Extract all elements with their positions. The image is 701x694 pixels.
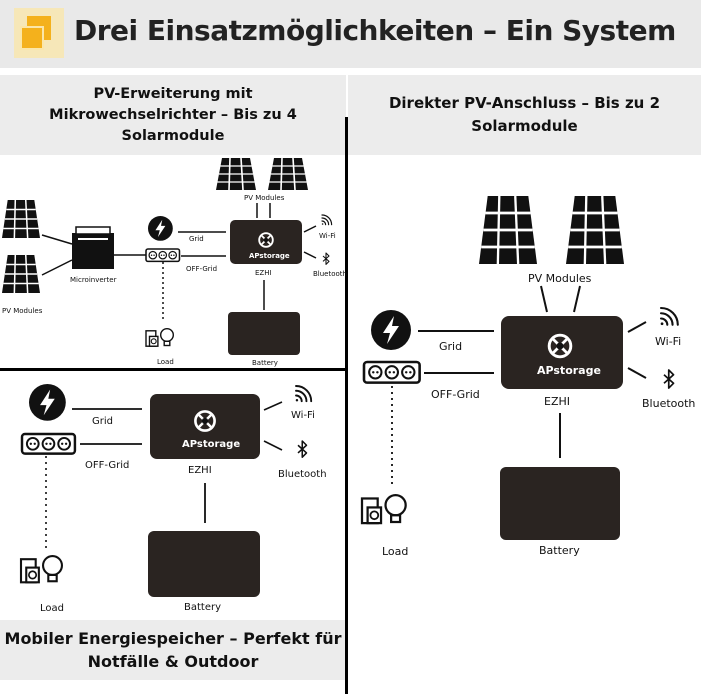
ezhi-label: EZHI [188,465,212,476]
panel-mobile-storage: Grid OFF-Grid Load APstorage EZHI Wi-Fi … [19,384,327,614]
caption-pv-extension: PV-Erweiterung mit Mikrowechselrichter –… [0,75,346,155]
battery-label: Battery [539,544,580,557]
wifi-label: Wi-Fi [319,232,336,240]
horizontal-divider [0,368,346,371]
wifi-icon [659,306,679,327]
off-grid-label: OFF-Grid [186,265,217,273]
battery-unit [228,312,300,355]
battery-label: Battery [252,359,278,367]
ezhi-unit: APstorage [150,394,260,459]
header-bar: Drei Einsatzmöglichkeiten – Ein System [0,0,701,68]
wifi-label: Wi-Fi [291,410,315,421]
grid-bolt-icon [148,216,173,241]
logo-icon [14,8,64,58]
bluetooth-icon [663,369,675,389]
page-title: Drei Einsatzmöglichkeiten – Ein System [74,14,676,47]
power-strip-icon [145,248,181,263]
caption-mobile-storage: Mobiler Energiespeicher – Perfekt für No… [0,620,346,680]
brand-label: APstorage [537,364,601,377]
bluetooth-icon [297,440,308,458]
pv-modules-label: PV Modules [528,272,592,285]
brand-label: APstorage [249,252,290,260]
ezhi-unit: APstorage [230,220,302,264]
pv-modules-label: PV Modules [244,194,285,202]
bluetooth-label: Bluetooth [278,469,327,480]
power-strip-icon [362,360,421,384]
wifi-label: Wi-Fi [655,335,681,348]
wifi-icon [294,385,313,403]
solar-panel-icon [477,194,626,266]
battery-unit [500,467,620,540]
grid-bolt-icon [29,384,66,421]
panel-pv-extension: PV Modules Microinverter Grid OFF-Grid L… [1,157,347,367]
pv-modules-label: PV Modules [2,307,43,315]
ezhi-label: EZHI [255,269,272,277]
solar-panel-icon [1,199,41,294]
wifi-icon [321,214,333,226]
microinverter-icon [72,226,114,269]
ezhi-unit: APstorage [501,316,623,389]
load-label: Load [382,545,408,558]
bluetooth-icon [322,252,330,265]
off-grid-label: OFF-Grid [85,460,129,471]
grid-bolt-icon [371,310,411,350]
grid-label: Grid [92,416,113,427]
battery-label: Battery [184,602,221,613]
load-label: Load [40,603,64,614]
off-grid-label: OFF-Grid [431,388,480,401]
grid-label: Grid [439,340,462,353]
power-strip-icon [20,432,77,455]
bluetooth-label: Bluetooth [313,270,347,278]
vertical-divider [345,117,348,694]
caption-direct-pv: Direkter PV-Anschluss – Bis zu 2 Solarmo… [348,75,701,155]
bluetooth-label: Bluetooth [642,397,695,410]
load-icon [360,493,407,525]
ezhi-label: EZHI [544,395,570,408]
load-icon [145,328,175,347]
grid-label: Grid [189,235,204,243]
brand-label: APstorage [182,439,240,450]
load-label: Load [157,358,174,366]
load-icon [19,554,63,584]
panel-direct-pv: PV Modules APstorage EZHI Grid OFF-Grid … [360,194,695,558]
battery-unit [148,531,260,597]
solar-panel-icon [215,157,309,191]
microinverter-label: Microinverter [70,276,117,284]
